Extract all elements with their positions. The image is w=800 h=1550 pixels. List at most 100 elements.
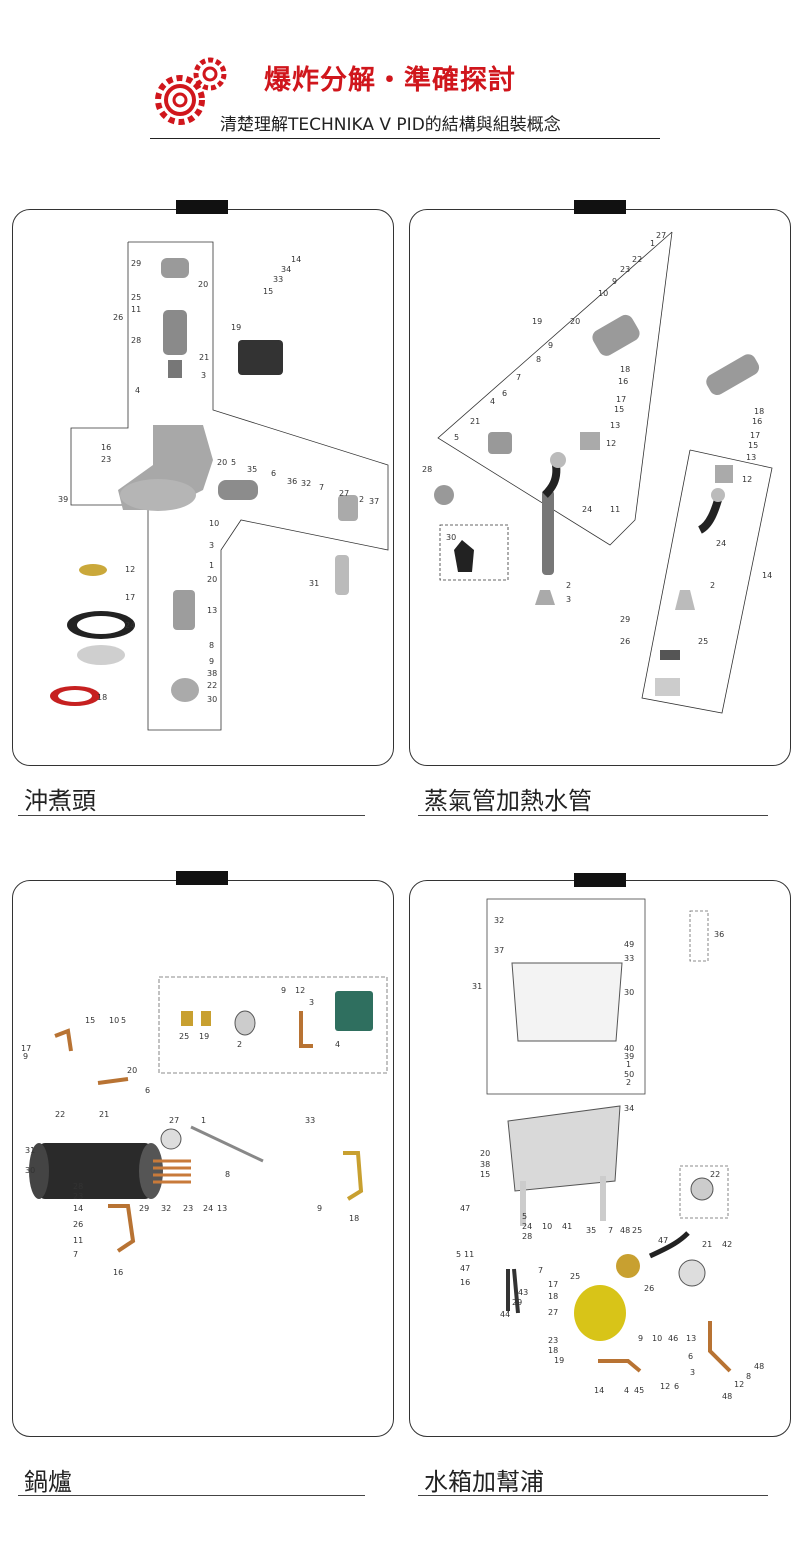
svg-text:18: 18 (548, 1346, 558, 1355)
svg-text:28: 28 (522, 1232, 532, 1241)
svg-text:50: 50 (624, 1070, 634, 1079)
svg-text:48: 48 (754, 1362, 764, 1371)
panel-tab (176, 200, 228, 214)
svg-text:15: 15 (748, 441, 758, 450)
svg-text:20: 20 (198, 280, 208, 289)
svg-text:3: 3 (209, 541, 214, 550)
svg-text:10: 10 (542, 1222, 552, 1231)
svg-text:30: 30 (25, 1166, 35, 1175)
svg-text:9: 9 (23, 1052, 28, 1061)
svg-text:40: 40 (624, 1044, 634, 1053)
svg-text:16: 16 (101, 443, 111, 452)
svg-text:47: 47 (460, 1264, 470, 1273)
svg-text:10: 10 (652, 1334, 662, 1343)
caption-underline (418, 1495, 768, 1496)
svg-text:9: 9 (317, 1204, 322, 1213)
svg-text:19: 19 (532, 317, 542, 326)
svg-text:39: 39 (624, 1052, 634, 1061)
svg-text:3: 3 (566, 595, 571, 604)
svg-text:7: 7 (608, 1226, 613, 1235)
svg-text:48: 48 (722, 1392, 732, 1401)
svg-text:15: 15 (263, 287, 273, 296)
svg-text:12: 12 (742, 475, 752, 484)
svg-text:1: 1 (650, 239, 655, 248)
svg-text:19: 19 (554, 1356, 564, 1365)
svg-text:7: 7 (73, 1250, 78, 1259)
svg-text:17: 17 (548, 1280, 558, 1289)
svg-text:26: 26 (73, 1220, 83, 1229)
header-divider (150, 138, 660, 139)
svg-text:10: 10 (598, 289, 608, 298)
svg-text:34: 34 (624, 1104, 634, 1113)
svg-text:23: 23 (73, 1192, 83, 1201)
caption-underline (18, 815, 365, 816)
svg-text:35: 35 (586, 1226, 596, 1235)
svg-text:1: 1 (201, 1116, 206, 1125)
page-header: 爆炸分解・準確探討 清楚理解TECHNIKA V PID的結構與組裝概念 (150, 52, 660, 142)
svg-text:18: 18 (97, 693, 107, 702)
svg-text:7: 7 (319, 483, 324, 492)
svg-text:18: 18 (548, 1292, 558, 1301)
svg-text:19: 19 (231, 323, 241, 332)
svg-text:28: 28 (131, 336, 141, 345)
svg-text:11: 11 (610, 505, 620, 514)
svg-text:22: 22 (207, 681, 217, 690)
svg-text:7: 7 (538, 1266, 543, 1275)
svg-text:16: 16 (460, 1278, 470, 1287)
svg-text:16: 16 (113, 1268, 123, 1277)
svg-text:4: 4 (335, 1040, 340, 1049)
svg-text:9: 9 (548, 341, 553, 350)
svg-text:1: 1 (626, 1060, 631, 1069)
svg-text:26: 26 (644, 1284, 654, 1293)
svg-text:13: 13 (217, 1204, 227, 1213)
svg-text:49: 49 (624, 940, 634, 949)
svg-text:3: 3 (201, 371, 206, 380)
svg-text:38: 38 (207, 669, 217, 678)
svg-text:25: 25 (131, 293, 141, 302)
svg-text:23: 23 (183, 1204, 193, 1213)
caption-boiler: 鍋爐 (24, 1468, 72, 1496)
svg-text:9: 9 (612, 277, 617, 286)
svg-text:44: 44 (500, 1310, 510, 1319)
page-title: 爆炸分解・準確探討 (264, 65, 516, 96)
svg-text:9: 9 (281, 986, 286, 995)
svg-text:6: 6 (674, 1382, 679, 1391)
svg-text:25: 25 (698, 637, 708, 646)
svg-text:30: 30 (446, 533, 456, 542)
svg-text:17: 17 (750, 431, 760, 440)
svg-text:13: 13 (610, 421, 620, 430)
svg-text:38: 38 (480, 1160, 490, 1169)
svg-text:15: 15 (614, 405, 624, 414)
svg-text:24: 24 (203, 1204, 213, 1213)
svg-text:28: 28 (73, 1182, 83, 1191)
svg-text:20: 20 (217, 458, 227, 467)
panel-tab (176, 871, 228, 885)
svg-text:3: 3 (690, 1368, 695, 1377)
caption-brew-group: 沖煮頭 (24, 787, 96, 815)
svg-text:13: 13 (686, 1334, 696, 1343)
svg-text:28: 28 (422, 465, 432, 474)
svg-text:14: 14 (291, 255, 301, 264)
svg-text:8: 8 (225, 1170, 230, 1179)
svg-text:33: 33 (273, 275, 283, 284)
caption-tank-pump: 水箱加幫浦 (424, 1468, 544, 1496)
svg-text:2: 2 (710, 581, 715, 590)
svg-text:9: 9 (209, 657, 214, 666)
svg-text:24: 24 (522, 1222, 532, 1231)
svg-text:5: 5 (454, 433, 459, 442)
svg-text:5: 5 (231, 458, 236, 467)
svg-text:27: 27 (656, 231, 666, 240)
svg-text:25: 25 (179, 1032, 189, 1041)
svg-text:22: 22 (55, 1110, 65, 1119)
svg-text:31: 31 (309, 579, 319, 588)
svg-text:2: 2 (237, 1040, 242, 1049)
svg-text:4: 4 (490, 397, 495, 406)
panel-tab (574, 873, 626, 887)
svg-text:10: 10 (209, 519, 219, 528)
